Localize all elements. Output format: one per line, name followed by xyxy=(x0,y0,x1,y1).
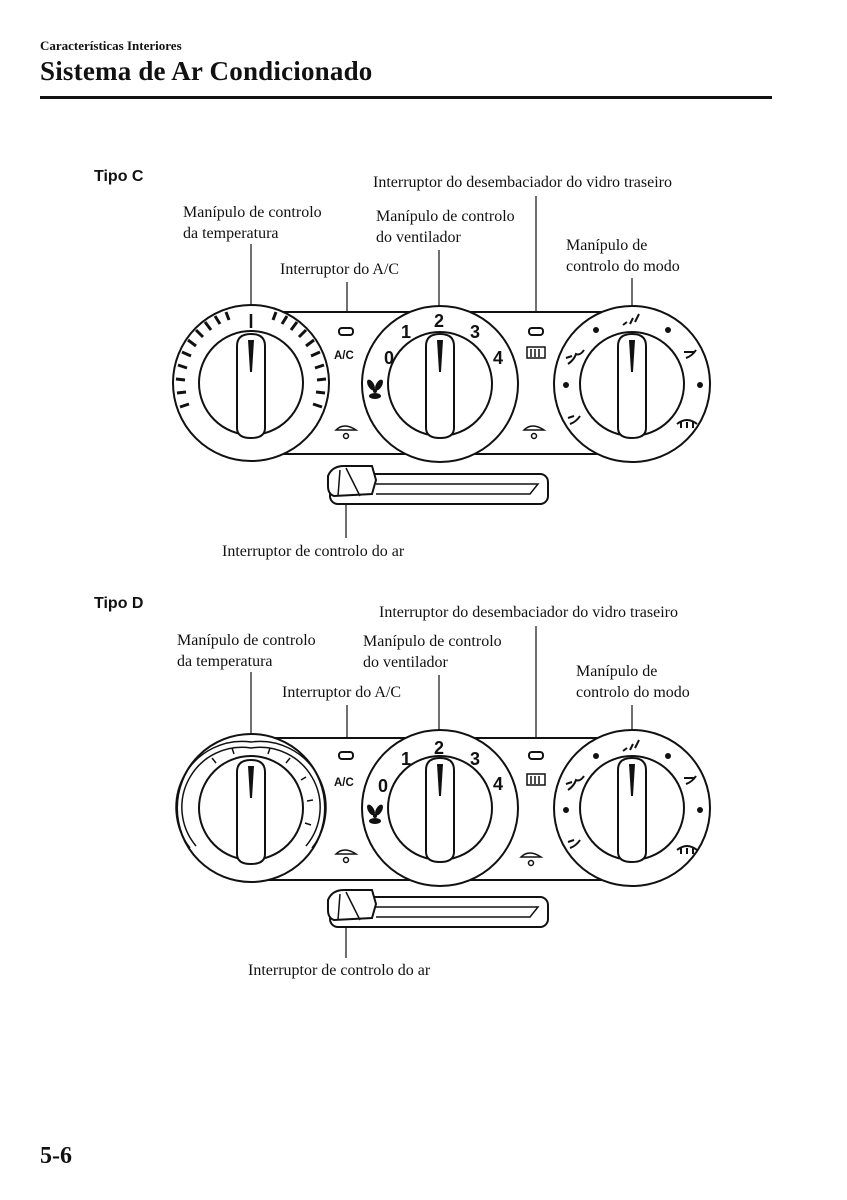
bi-level-icon xyxy=(565,775,585,791)
air-control-lever[interactable] xyxy=(327,889,378,922)
floor-defrost-icon xyxy=(684,775,697,785)
fan-icon xyxy=(367,804,383,824)
mode-icons xyxy=(565,313,698,428)
title-rule xyxy=(40,96,772,99)
temperature-knob[interactable] xyxy=(172,304,330,462)
ac-switch-callout: Interruptor do A/C xyxy=(282,684,402,701)
mode-knob-grip xyxy=(617,332,647,440)
face-vent-icon xyxy=(622,313,640,326)
fan-knob[interactable] xyxy=(361,729,519,887)
temperature-knob-callout-line1: Manípulo de controlo xyxy=(177,632,316,649)
mode-knob-grip xyxy=(617,756,647,864)
windshield-defrost-icon xyxy=(676,419,698,428)
fresh-air-icon xyxy=(519,852,544,867)
temperature-knob-callout-line2: da temperatura xyxy=(177,653,273,670)
mode-dots xyxy=(563,327,703,388)
fan-knob-callout-line2: do ventilador xyxy=(363,654,448,671)
rear-defrost-indicator[interactable] xyxy=(528,751,544,760)
fan-speed-1: 1 xyxy=(401,749,411,769)
fan-speed-3: 3 xyxy=(470,749,480,769)
fan-speed-2: 2 xyxy=(434,738,444,758)
mode-knob-callout-line1: Manípulo de xyxy=(576,663,658,680)
rear-defrost-icon xyxy=(526,773,546,786)
temperature-knob-callout-line2: da temperatura xyxy=(183,225,279,242)
fan-knob-grip xyxy=(425,332,455,440)
face-vent-icon xyxy=(622,739,640,752)
rear-defrost-callout: Interruptor do desembaciador do vidro tr… xyxy=(373,174,673,191)
fan-knob-callout-line1: Manípulo de controlo xyxy=(376,208,515,225)
fan-speed-4: 4 xyxy=(493,348,503,368)
ac-indicator[interactable] xyxy=(338,751,354,760)
temperature-knob-grip xyxy=(236,758,266,866)
air-control-callout: Interruptor de controlo do ar xyxy=(222,543,405,560)
page-title: Sistema de Ar Condicionado xyxy=(40,56,373,86)
recirculation-icon xyxy=(334,425,359,440)
fan-speed-4: 4 xyxy=(493,774,503,794)
tipo-d-label: Tipo D xyxy=(94,595,144,612)
mode-dots xyxy=(563,753,703,813)
rear-defrost-icon xyxy=(526,346,546,359)
fan-speed-2: 2 xyxy=(434,311,444,331)
floor-vent-icon xyxy=(567,415,581,425)
windshield-defrost-icon xyxy=(676,845,698,854)
mode-knob-callout-line1: Manípulo de xyxy=(566,237,648,254)
fresh-air-icon xyxy=(522,425,547,440)
tipo-c-control-panel: 0 1 2 3 4 A/C xyxy=(172,196,711,538)
rear-defrost-indicator[interactable] xyxy=(528,327,544,336)
fan-knob-callout-line2: do ventilador xyxy=(376,229,461,246)
floor-defrost-icon xyxy=(684,349,697,359)
mode-knob[interactable] xyxy=(553,305,711,463)
fan-knob[interactable] xyxy=(361,305,519,463)
air-control-callout: Interruptor de controlo do ar xyxy=(248,962,431,979)
fan-speed-1: 1 xyxy=(401,322,411,342)
temperature-knob-grip xyxy=(236,332,266,440)
tipo-d-control-panel: 0 1 2 3 4 A/C xyxy=(175,626,711,958)
fan-knob-grip xyxy=(425,756,455,864)
mode-knob[interactable] xyxy=(553,729,711,887)
mode-knob-callout-line2: controlo do modo xyxy=(576,684,690,701)
ac-indicator[interactable] xyxy=(338,327,354,336)
ac-label: A/C xyxy=(334,350,354,362)
mode-knob-callout-line2: controlo do modo xyxy=(566,258,680,275)
temperature-knob-callout-line1: Manípulo de controlo xyxy=(183,204,322,221)
page-number: 5-6 xyxy=(40,1143,72,1169)
air-control-lever[interactable] xyxy=(327,465,378,498)
tipo-c-label: Tipo C xyxy=(94,168,144,185)
recirculation-icon xyxy=(334,849,359,864)
mode-icons xyxy=(565,739,698,854)
rear-defrost-callout: Interruptor do desembaciador do vidro tr… xyxy=(379,604,679,621)
fan-speed-3: 3 xyxy=(470,322,480,342)
bi-level-icon xyxy=(565,349,585,365)
fan-icon xyxy=(367,379,383,399)
temperature-knob[interactable] xyxy=(175,733,327,883)
ac-switch-callout: Interruptor do A/C xyxy=(280,261,400,278)
fan-speed-0: 0 xyxy=(384,348,394,368)
fan-knob-callout-line1: Manípulo de controlo xyxy=(363,633,502,650)
ac-label: A/C xyxy=(334,777,354,789)
section-label: Características Interiores xyxy=(40,38,182,53)
fan-speed-0: 0 xyxy=(378,776,388,796)
floor-vent-icon xyxy=(567,839,581,849)
